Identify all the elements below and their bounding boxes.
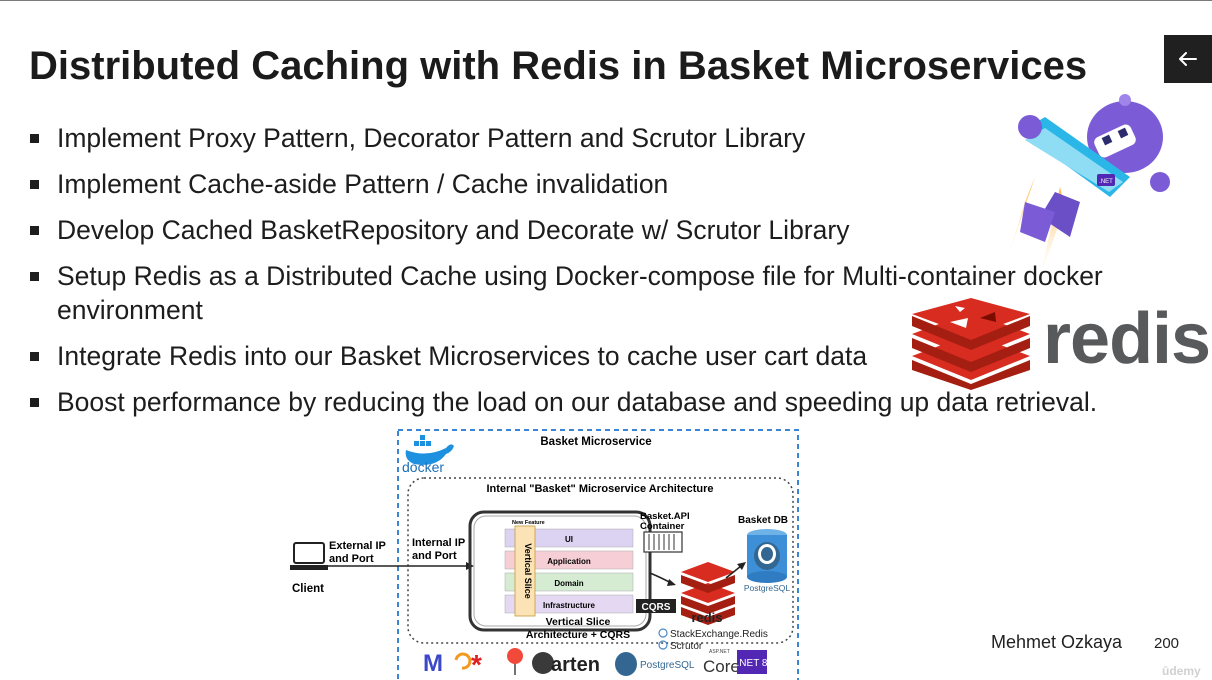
internal-ip-line2: and Port xyxy=(412,550,457,562)
outer-boundary xyxy=(397,429,799,680)
bullet-text: Boost performance by reducing the load o… xyxy=(57,387,1098,417)
marten-icon xyxy=(532,652,554,674)
outer-title: Basket Microservice xyxy=(540,436,651,448)
container-icon xyxy=(643,531,683,553)
bullet-marker xyxy=(30,134,39,143)
redis-wordmark: redis xyxy=(1043,299,1211,379)
bullet-item: Implement Cache-aside Pattern / Cache in… xyxy=(28,167,1178,201)
page-number: 200 xyxy=(1154,635,1180,652)
bullet-item: Develop Cached BasketRepository and Deco… xyxy=(28,213,1178,247)
redis-logo-icon xyxy=(912,298,1030,390)
bullet-item: Implement Proxy Pattern, Decorator Patte… xyxy=(28,121,1178,155)
dotnet-bot-illustration: .NET xyxy=(1005,94,1170,277)
new-feature-label: New Feature xyxy=(512,520,545,526)
db-postgres-label: PostgreSQL xyxy=(744,583,791,593)
tech-logo-strip: M * arten PostgreSQL ASP.NET Core .NET 8 xyxy=(423,648,768,680)
dotnet8-icon xyxy=(737,650,767,674)
cqrs-badge: CQRS xyxy=(642,602,671,613)
tech-marten: arten xyxy=(551,654,600,676)
bullet-marker xyxy=(30,226,39,235)
bullet-item: Setup Redis as a Distributed Cache using… xyxy=(28,259,1178,327)
tech-aspnet: ASP.NET xyxy=(709,649,730,655)
bullet-item: Boost performance by reducing the load o… xyxy=(28,385,1178,419)
bullet-marker xyxy=(30,272,39,281)
robot-badge-text: .NET xyxy=(1099,179,1113,185)
bullet-marker xyxy=(30,352,39,361)
client-computer-icon xyxy=(290,542,328,570)
architecture-diagram: Basket Microservice docker Internal "Bas… xyxy=(290,429,799,680)
layer-infrastructure: Infrastructure xyxy=(543,601,596,610)
redis-label: redis xyxy=(691,610,722,625)
inner-title: Internal "Basket" Microservice Architect… xyxy=(486,483,713,495)
tech-postgres: PostgreSQL xyxy=(640,660,695,671)
external-ip-line2: and Port xyxy=(329,553,374,565)
layer-application: Application xyxy=(547,557,591,566)
bullet-marker xyxy=(30,180,39,189)
bullet-list: Implement Proxy Pattern, Decorator Patte… xyxy=(28,121,1178,431)
tech-dotnet8: .NET 8 xyxy=(737,658,768,669)
top-border xyxy=(0,0,1212,1)
back-button[interactable] xyxy=(1164,35,1212,83)
bullet-text: Integrate Redis into our Basket Microser… xyxy=(57,341,868,371)
arch-caption-line2: Architecture + CQRS xyxy=(526,629,630,641)
asterisk-icon: * xyxy=(471,649,482,680)
lib-scrutor: Scrutor xyxy=(670,641,703,652)
refresh-icon xyxy=(454,652,472,670)
vertical-slice-bar xyxy=(514,525,536,617)
bullet-text: Setup Redis as a Distributed Cache using… xyxy=(57,261,1103,325)
inner-boundary xyxy=(407,477,794,644)
balloon-icon xyxy=(507,648,523,664)
redis-cache-icon xyxy=(681,562,735,625)
udemy-watermark: ūdemy xyxy=(1162,664,1201,678)
arrow-left-icon xyxy=(1179,52,1197,66)
database-icon xyxy=(747,529,787,583)
postgres-icon xyxy=(615,652,637,676)
bullet-item: Integrate Redis into our Basket Microser… xyxy=(28,339,1178,373)
bullet-text: Develop Cached BasketRepository and Deco… xyxy=(57,215,850,245)
container-label-line1: Basket.API xyxy=(640,511,690,522)
internal-ip-line1: Internal IP xyxy=(412,537,465,549)
layer-ui: UI xyxy=(565,535,573,544)
bullet-marker xyxy=(30,398,39,407)
slide-title: Distributed Caching with Redis in Basket… xyxy=(29,44,1088,88)
external-ip-line1: External IP xyxy=(329,540,386,552)
stackexchange-icon xyxy=(658,628,668,638)
layer-domain: Domain xyxy=(554,579,583,588)
vertical-slice-label: Vertical Slice xyxy=(523,543,533,599)
db-title: Basket DB xyxy=(738,515,788,526)
author-name: Mehmet Ozkaya xyxy=(991,632,1123,652)
docker-whale-icon xyxy=(405,435,454,465)
client-label: Client xyxy=(292,583,324,595)
bullet-text: Implement Proxy Pattern, Decorator Patte… xyxy=(57,123,806,153)
tech-core: Core xyxy=(703,657,740,676)
lib-stackexchange: StackExchange.Redis xyxy=(670,629,768,640)
container-label-line2: Container xyxy=(640,521,685,532)
scrutor-icon xyxy=(658,640,668,650)
docker-label: docker xyxy=(402,459,444,475)
mediatr-icon: M xyxy=(423,650,443,677)
arch-caption-line1: Vertical Slice xyxy=(546,616,611,628)
bullet-text: Implement Cache-aside Pattern / Cache in… xyxy=(57,169,669,199)
